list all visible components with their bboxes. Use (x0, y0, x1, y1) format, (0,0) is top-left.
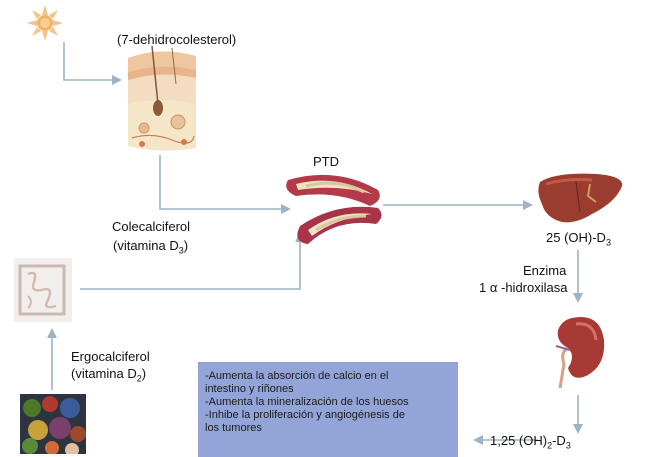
effect-line-5: los tumores (205, 422, 262, 434)
arrow-skin-to-vessel (159, 155, 291, 214)
arrow-sun-to-skin (63, 42, 122, 85)
effect-line-4: -Inhibe la proliferación y angiogénesis … (205, 409, 405, 421)
kidney-icon (555, 316, 605, 389)
effects-box: -Aumenta la absorción de calcio en el in… (198, 362, 458, 457)
effect-line-3: -Aumenta la mineralización de los huesos (205, 396, 409, 408)
arrow-intestine-to-vessel (80, 232, 305, 290)
ptd-label: PTD (313, 154, 339, 169)
provitamin-label: (7-dehidrocolesterol) (117, 32, 237, 47)
sun-icon (27, 5, 63, 41)
ergocalciferol-label: Ergocalciferol (71, 349, 150, 364)
skin-icon (128, 45, 196, 151)
liver-icon (538, 173, 623, 223)
vitamin-d3-label: (vitamina D3) (113, 238, 189, 256)
alpha-symbol: α (489, 280, 498, 295)
hydroxy25-label: 25 (OH)-D3 (546, 230, 611, 248)
effect-line-1: -Aumenta la absorción de calcio en el (205, 370, 389, 382)
food-icon (20, 394, 86, 454)
enzyme-name-label: 1 α -hidroxilasa (479, 280, 568, 295)
vitamin-d2-label: (vitamina D2) (71, 366, 147, 384)
effect-line-2: intestino y riñones (205, 383, 294, 395)
intestine-icon (14, 258, 72, 322)
colecalciferol-label: Colecalciferol (112, 219, 191, 234)
active-vitamin-label: 1,25 (OH)2-D3 (490, 433, 571, 451)
blood-vessel-icon (286, 174, 382, 244)
enzyme-label: Enzima (523, 263, 567, 278)
